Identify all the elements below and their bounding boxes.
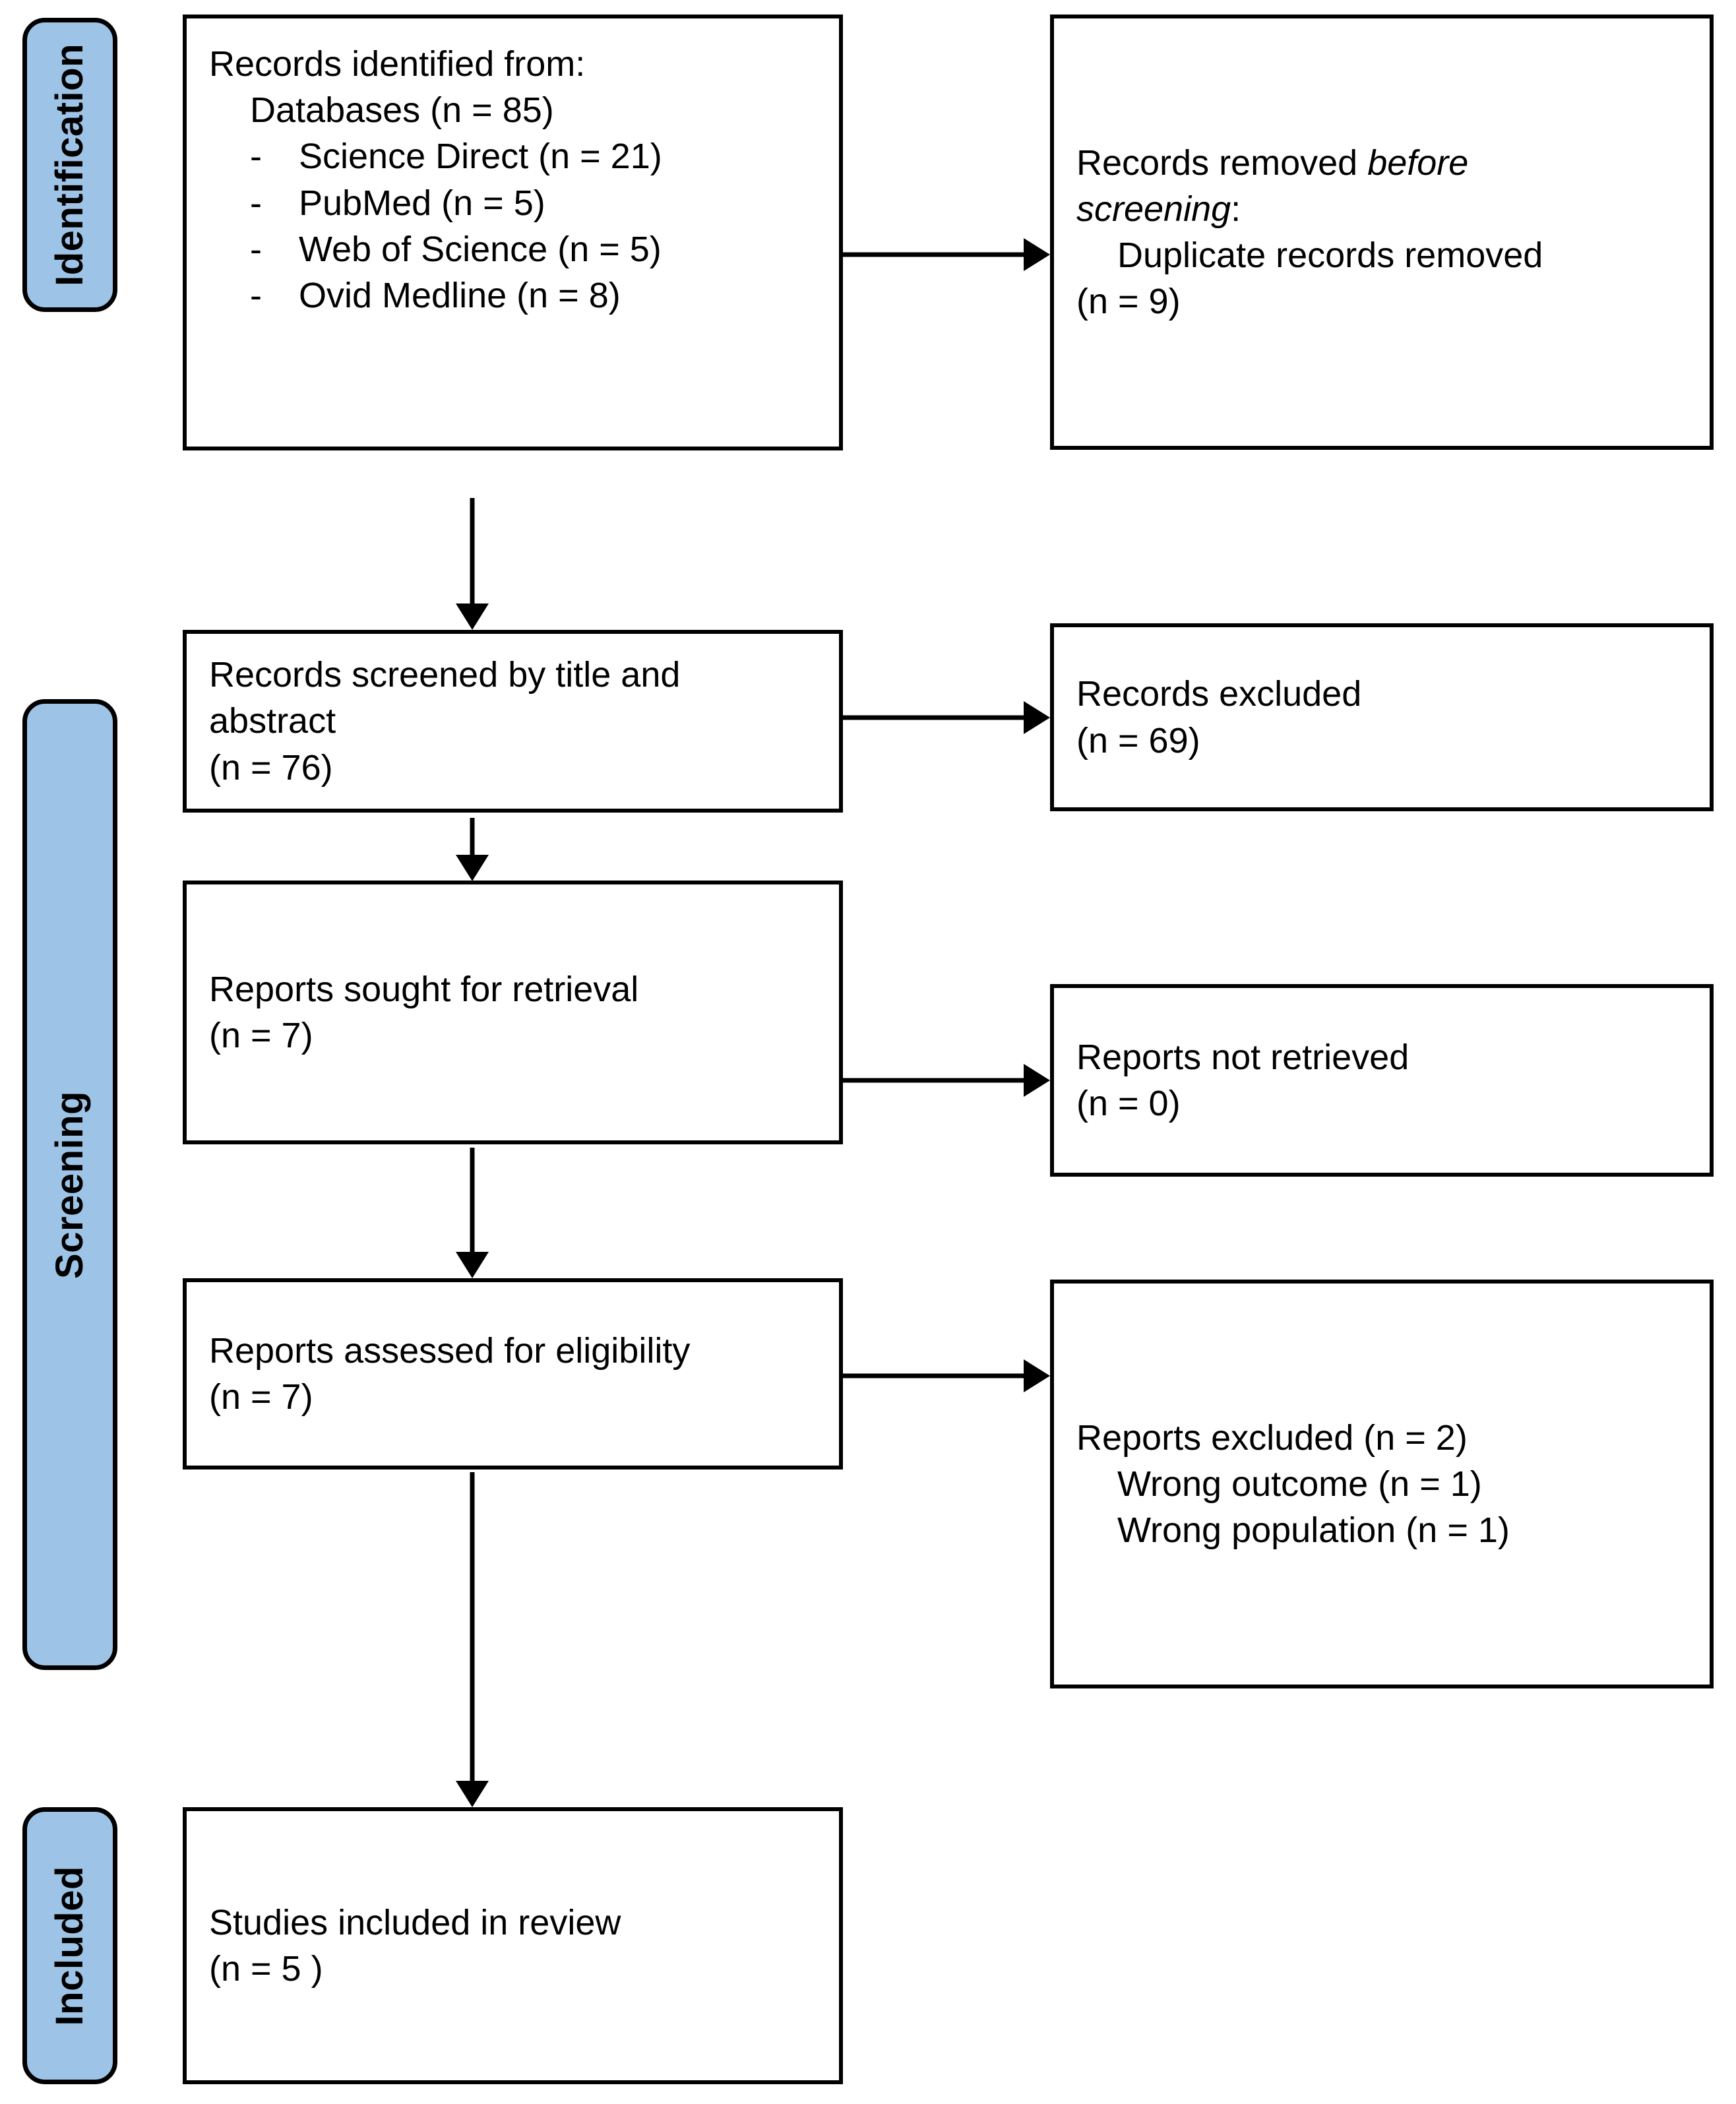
arrow-assessed-to-reports-excluded xyxy=(843,1359,1050,1393)
arrow-screened-to-excluded xyxy=(843,700,1050,735)
dash-bullet-icon: - xyxy=(250,275,262,315)
records-screened-count: (n = 76) xyxy=(209,747,333,788)
box-reports-assessed: Reports assessed for eligibility (n = 7) xyxy=(183,1278,843,1470)
source-label: PubMed (n = 5) xyxy=(299,183,545,223)
reports-excluded-wrong-outcome: Wrong outcome (n = 1) xyxy=(1117,1464,1482,1504)
dash-bullet-icon: - xyxy=(250,137,262,177)
arrow-sought-to-assessed xyxy=(455,1148,489,1278)
dash-bullet-icon: - xyxy=(250,183,262,223)
records-removed-count: (n = 9) xyxy=(1076,282,1181,322)
records-excluded-line1: Records excluded xyxy=(1076,674,1362,714)
records-identified-source-item: - Web of Science (n = 5) xyxy=(209,226,817,272)
records-excluded-count: (n = 69) xyxy=(1076,720,1200,760)
arrow-screened-to-sought xyxy=(455,818,489,881)
box-reports-not-retrieved: Reports not retrieved (n = 0) xyxy=(1050,984,1714,1177)
arrow-identified-to-screened xyxy=(455,498,489,630)
stage-bar-identification: Identification xyxy=(22,18,117,312)
dash-bullet-icon: - xyxy=(250,229,262,269)
box-reports-excluded: Reports excluded (n = 2) Wrong outcome (… xyxy=(1050,1280,1714,1688)
records-removed-line1: Records removed before xyxy=(1076,140,1687,186)
reports-assessed-count: (n = 7) xyxy=(209,1377,313,1417)
box-records-excluded: Records excluded (n = 69) xyxy=(1050,623,1714,811)
records-removed-line3: Duplicate records removed xyxy=(1117,235,1543,275)
box-records-removed: Records removed before screening: Duplic… xyxy=(1050,15,1714,450)
stage-label-screening: Screening xyxy=(48,1090,91,1279)
stage-label-identification: Identification xyxy=(48,44,91,286)
records-identified-source-item: - PubMed (n = 5) xyxy=(209,180,817,226)
arrow-sought-to-not-retrieved xyxy=(843,1063,1050,1098)
records-removed-prefix: Records removed xyxy=(1076,142,1368,183)
source-label: Web of Science (n = 5) xyxy=(299,229,662,269)
box-records-screened: Records screened by title and abstract (… xyxy=(183,630,843,813)
records-removed-screening-italic: screening xyxy=(1076,189,1231,229)
reports-sought-line1: Reports sought for retrieval xyxy=(209,969,639,1009)
stage-label-included: Included xyxy=(48,1865,91,2026)
box-studies-included: Studies included in review (n = 5 ) xyxy=(183,1807,843,2084)
records-identified-databases: Databases (n = 85) xyxy=(250,90,554,131)
records-identified-title: Records identified from: xyxy=(209,44,586,84)
box-records-identified: Records identified from: Databases (n = … xyxy=(183,15,843,450)
records-identified-source-item: - Science Direct (n = 21) xyxy=(209,133,817,179)
records-removed-before-italic: before xyxy=(1367,142,1469,183)
stage-bar-included: Included xyxy=(22,1807,117,2084)
source-label: Science Direct (n = 21) xyxy=(299,137,662,177)
records-removed-colon: : xyxy=(1231,189,1241,229)
studies-included-count: (n = 5 ) xyxy=(209,1949,323,1989)
studies-included-line1: Studies included in review xyxy=(209,1902,621,1942)
reports-excluded-line1: Reports excluded (n = 2) xyxy=(1076,1417,1468,1458)
reports-not-retrieved-count: (n = 0) xyxy=(1076,1084,1181,1123)
box-reports-sought: Reports sought for retrieval (n = 7) xyxy=(183,881,843,1144)
reports-excluded-wrong-population: Wrong population (n = 1) xyxy=(1117,1510,1510,1551)
arrow-assessed-to-included xyxy=(455,1472,489,1807)
reports-assessed-line1: Reports assessed for eligibility xyxy=(209,1330,691,1371)
records-identified-source-item: - Ovid Medline (n = 8) xyxy=(209,272,817,319)
stage-bar-screening: Screening xyxy=(22,699,117,1670)
reports-sought-count: (n = 7) xyxy=(209,1016,313,1055)
reports-not-retrieved-line1: Reports not retrieved xyxy=(1076,1037,1410,1077)
records-screened-line1: Records screened by title and xyxy=(209,655,681,695)
arrow-identified-to-removed xyxy=(843,237,1050,272)
records-screened-line2: abstract xyxy=(209,701,336,741)
source-label: Ovid Medline (n = 8) xyxy=(299,275,621,315)
records-removed-line2: screening: xyxy=(1076,186,1687,232)
